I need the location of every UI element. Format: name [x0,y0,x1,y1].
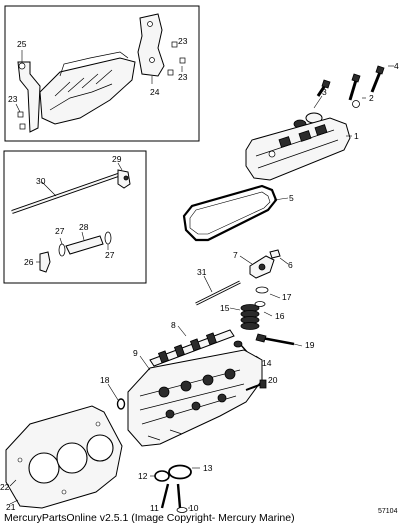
callout-18: 18 [100,375,110,385]
inset-pushrod-sensor: 29 30 27 28 27 26 [3,150,147,284]
callout-26: 26 [24,257,34,267]
callout-15: 15 [220,303,230,313]
callout-23-top: 23 [178,36,188,46]
cylinder-head: 9 20 18 [100,348,278,447]
callout-23-left: 23 [8,94,18,104]
callout-7: 7 [233,250,238,260]
inset-engine-bracket: 25 23 23 23 24 [4,5,200,142]
copyright-footer: MercuryPartsOnline v2.5.1 (Image Copyrig… [4,512,295,524]
rocker-arm-group: 7 6 31 17 15 16 14 19 [195,249,315,368]
callout-31: 31 [197,267,207,277]
callout-11: 11 [150,503,159,513]
head-gasket: 22 21 [0,405,123,512]
valve-spring [240,304,260,330]
callout-30: 30 [36,176,46,186]
callout-2: 2 [369,93,374,103]
callout-13: 13 [203,463,213,473]
callout-23-right: 23 [178,72,188,82]
callout-8: 8 [171,320,176,330]
callout-6: 6 [288,260,293,270]
callout-14: 14 [262,358,272,368]
callout-16: 16 [275,311,285,321]
callout-10: 10 [189,503,199,513]
callout-24: 24 [150,87,160,97]
callout-5: 5 [289,193,294,203]
rocker-shaft: 8 [149,320,235,367]
callout-29: 29 [112,154,122,164]
figure-id: 57104 [378,508,398,515]
callout-1: 1 [354,131,359,141]
callout-27-left: 27 [55,226,65,236]
callout-17: 17 [282,292,292,302]
callout-22: 22 [0,482,10,492]
rocker-cover-assembly: 1 2 3 4 [245,61,399,181]
callout-9: 9 [133,348,138,358]
callout-19: 19 [305,340,315,350]
callout-28: 28 [79,222,89,232]
callout-12: 12 [138,471,148,481]
o-rings-and-bolts: 12 13 10 11 [138,463,213,513]
callout-4: 4 [394,61,399,71]
callout-3: 3 [322,87,327,97]
callout-21: 21 [6,502,16,512]
callout-25: 25 [17,39,27,49]
rocker-cover-gasket: 5 [182,184,294,242]
callout-27-right: 27 [105,250,115,260]
callout-20: 20 [268,375,278,385]
